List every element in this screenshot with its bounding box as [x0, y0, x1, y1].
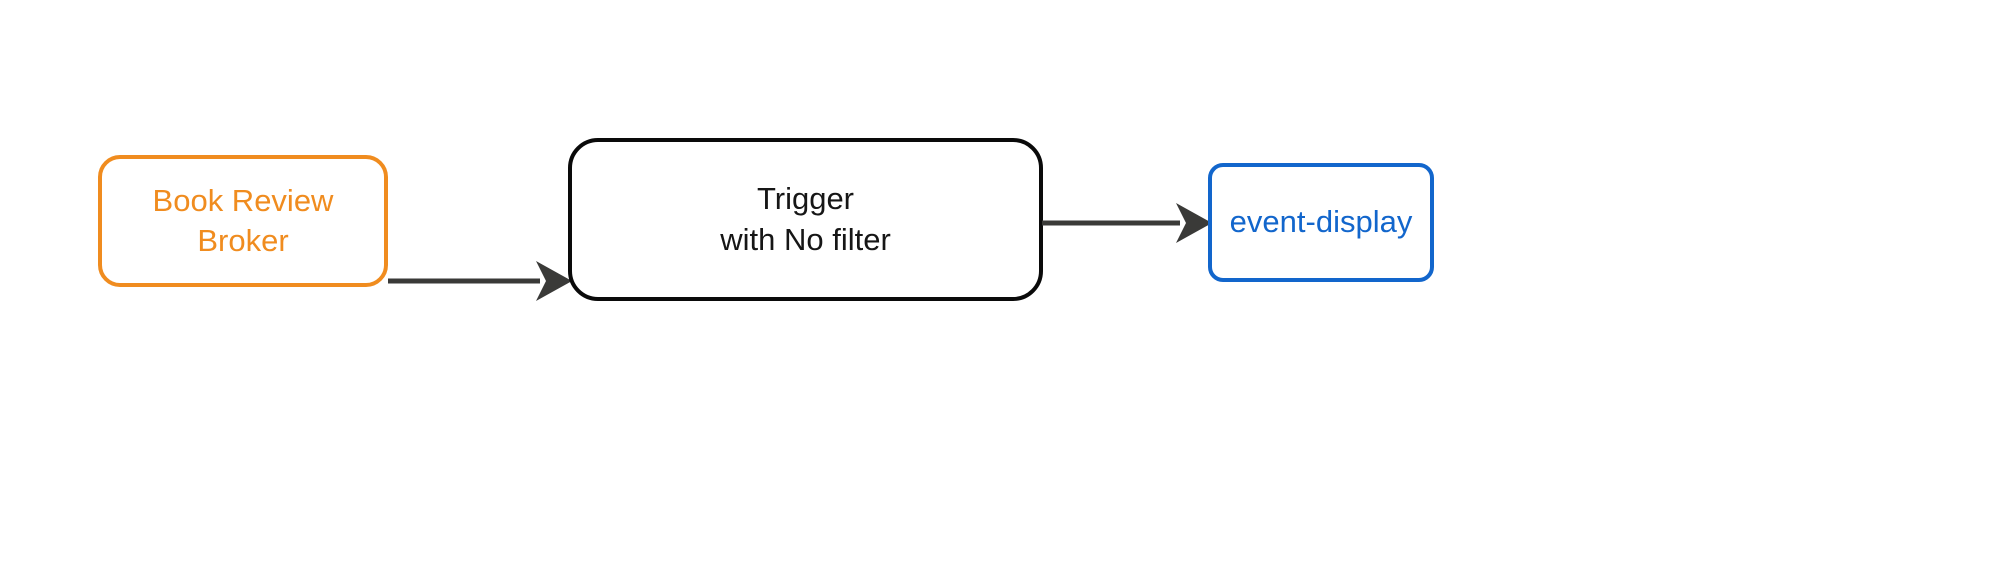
node-trigger-with-no-filter[interactable]: Trigger with No filter: [568, 138, 1043, 301]
edge-source-to-trigger: [388, 258, 574, 304]
node-event-display[interactable]: event-display: [1208, 163, 1434, 282]
edge-trigger-to-sink: [1042, 200, 1214, 246]
node-trigger-label-line-1: Trigger: [756, 181, 855, 217]
node-source-label-line-2: Broker: [197, 223, 289, 258]
node-source-label-line-1: Book Review: [152, 182, 334, 218]
node-book-review-broker[interactable]: Book Review Broker: [98, 155, 388, 287]
node-sink-label-line-1: event-display: [1229, 204, 1413, 240]
arrow-right-icon: [1042, 203, 1212, 243]
node-trigger-label-line-2: with No filter: [720, 221, 891, 257]
arrow-right-icon: [388, 261, 572, 301]
